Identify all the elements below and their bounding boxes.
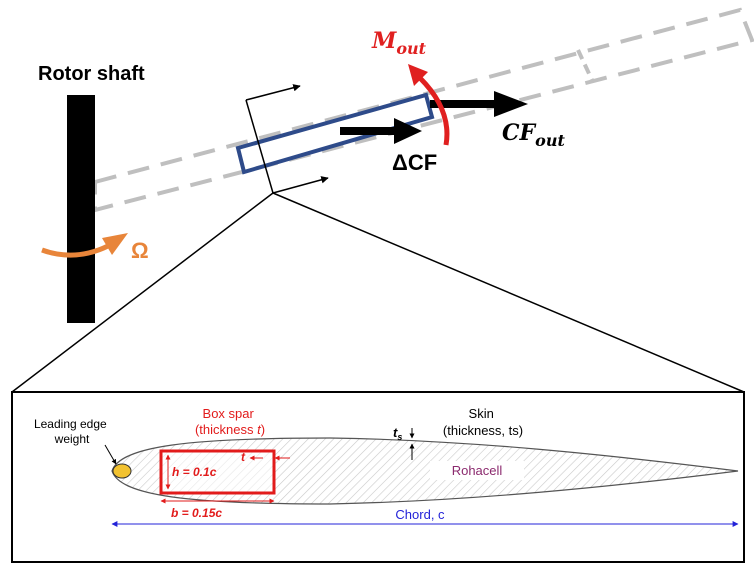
m-out-main: M — [371, 28, 397, 54]
m-out-label: Mout — [371, 28, 427, 58]
cf-out-label: CFout — [502, 120, 565, 150]
skin-label-line2: (thickness, ts) — [443, 423, 523, 438]
box-spar-label-line2: (thickness t) — [195, 422, 265, 437]
box-spar-label-line1: Box spar — [203, 406, 255, 421]
blade-element — [235, 92, 435, 175]
b-label: b = 0.15c — [171, 506, 222, 520]
ts-label: ts — [393, 425, 402, 442]
leading-edge-weight — [112, 463, 132, 479]
skin-label-line1: Skin — [469, 406, 494, 421]
box-spar-label: Box spar (thickness t) — [195, 406, 265, 437]
rotor-shaft — [67, 95, 95, 323]
delta-cf-label: ΔCF — [392, 150, 437, 175]
rohacell-label: Rohacell — [452, 463, 503, 478]
projection-lines — [11, 192, 745, 393]
rotation-arrow — [41, 233, 128, 258]
m-out-subscript: out — [396, 39, 426, 58]
moment-arrow — [408, 64, 450, 146]
leading-edge-pointer — [104, 444, 117, 465]
t-label: t — [241, 450, 246, 464]
cf-out-main: CF — [502, 120, 537, 146]
chord-label: Chord, c — [395, 507, 445, 522]
cf-out-subscript: out — [535, 131, 565, 150]
leading-edge-label-line2: weight — [54, 432, 90, 446]
local-axes — [245, 84, 329, 194]
leading-edge-label-line1: Leading edge — [34, 417, 107, 431]
h-label: h = 0.1c — [172, 465, 217, 479]
rohacell-label-bg — [430, 461, 524, 480]
delta-cf-arrow — [340, 118, 422, 144]
ghost-blade-outline — [93, 7, 754, 213]
rotor-shaft-label: Rotor shaft — [38, 63, 145, 85]
skin-label: Skin (thickness, ts) — [443, 406, 523, 438]
omega-label: Ω — [131, 238, 149, 263]
leading-edge-label: Leading edge weight — [34, 417, 110, 446]
